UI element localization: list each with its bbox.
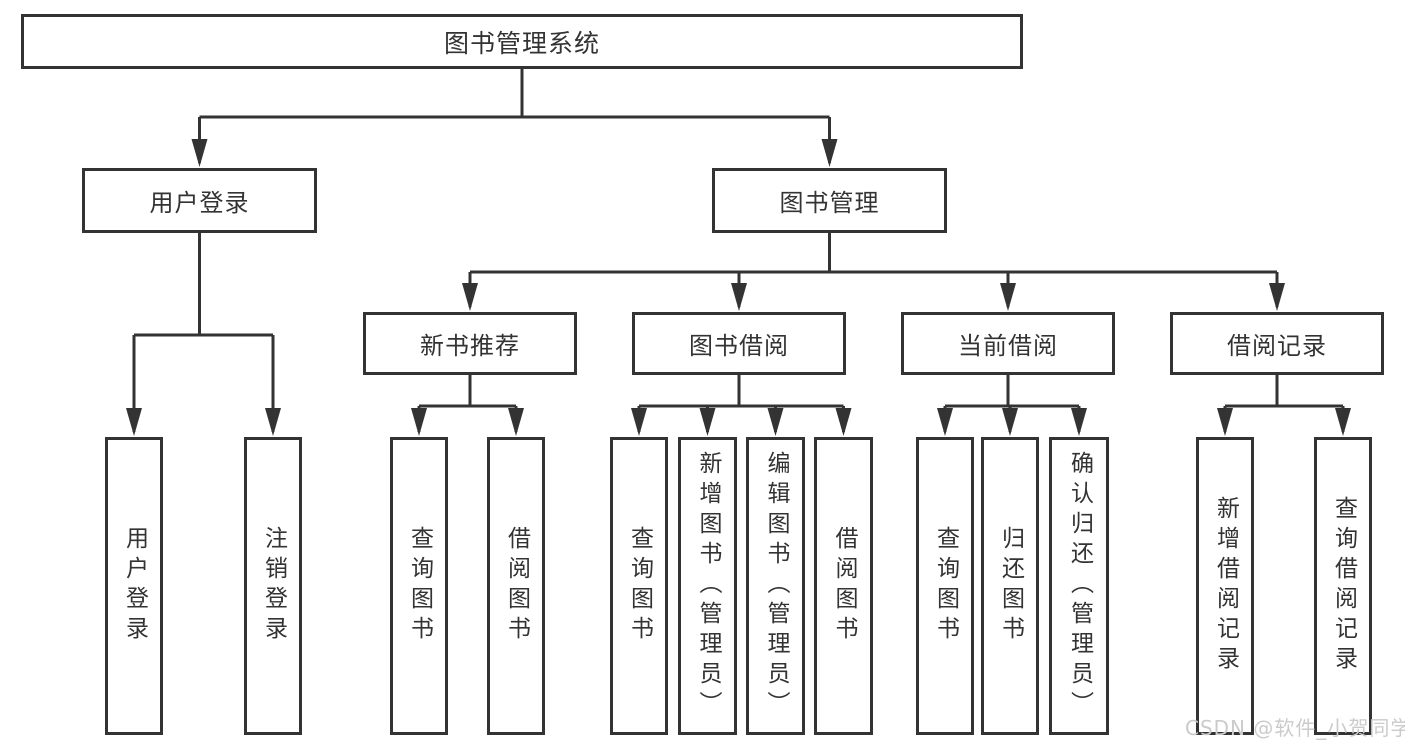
- csdn-watermark: CSDN @软件_小贺同学: [1185, 716, 1405, 740]
- node-label: 用户登录: [121, 526, 148, 646]
- node-label: 查询借阅记录: [1330, 496, 1357, 676]
- leaf-return-books: 归还图书: [981, 437, 1039, 735]
- node-label: 新增图书（管理员）: [695, 451, 721, 721]
- node-book-borrowing: 图书借阅: [632, 312, 846, 375]
- leaf-query-borrow-record: 查询借阅记录: [1314, 437, 1372, 735]
- node-current-borrowing: 当前借阅: [901, 312, 1115, 375]
- leaf-add-book-admin: 新增图书（管理员）: [678, 437, 737, 735]
- node-label: 归还图书: [997, 526, 1024, 646]
- node-label: 借阅图书: [503, 526, 530, 646]
- node-label: 查询图书: [406, 526, 433, 646]
- node-borrowing-records: 借阅记录: [1170, 312, 1384, 375]
- leaf-query-books-current: 查询图书: [916, 437, 974, 735]
- node-label: 图书管理系统: [443, 28, 600, 58]
- node-label: 查询图书: [626, 526, 653, 646]
- connector-user-login-to-leaves: [132, 233, 275, 432]
- leaf-edit-book-admin: 编辑图书（管理员）: [746, 437, 805, 735]
- connector-book-borrow-to-leaves: [637, 375, 845, 432]
- node-label: 用户登录: [149, 189, 250, 217]
- arrowheads-user-login-leaves: [126, 408, 281, 436]
- leaf-borrow-books-recommend: 借阅图书: [487, 437, 545, 735]
- node-label: 图书借阅: [689, 332, 789, 360]
- connector-root-to-level2: [198, 69, 831, 163]
- leaf-logout: 注销登录: [244, 437, 302, 735]
- node-book-management: 图书管理: [712, 168, 947, 233]
- node-label: 借阅记录: [1227, 332, 1327, 360]
- leaf-confirm-return-admin: 确认归还（管理员）: [1049, 437, 1109, 735]
- leaf-user-login: 用户登录: [105, 437, 163, 735]
- node-label: 新书推荐: [420, 332, 520, 360]
- node-library-management-system: 图书管理系统: [21, 14, 1023, 69]
- node-label: 图书管理: [779, 189, 880, 217]
- leaf-add-borrow-record: 新增借阅记录: [1196, 437, 1254, 735]
- connector-new-book-to-leaves: [417, 375, 518, 432]
- leaf-query-books-borrowing: 查询图书: [610, 437, 668, 735]
- node-label: 查询图书: [932, 526, 959, 646]
- arrowheads-borrow-rec-leaves: [1217, 408, 1351, 436]
- connector-borrow-rec-to-leaves: [1223, 375, 1345, 432]
- node-label: 确认归还（管理员）: [1066, 451, 1093, 721]
- leaf-borrow-books-borrowing: 借阅图书: [814, 437, 873, 735]
- arrowheads-level2: [191, 139, 838, 167]
- arrowheads-level3: [462, 283, 1285, 311]
- node-label: 新增借阅记录: [1212, 496, 1239, 676]
- arrowheads-book-borrow-leaves: [631, 408, 852, 436]
- arrowheads-new-book-leaves: [411, 408, 524, 436]
- node-new-book-recommend: 新书推荐: [363, 312, 577, 375]
- node-label: 编辑图书（管理员）: [763, 451, 789, 721]
- arrowheads-cur-borrow-leaves: [937, 408, 1087, 436]
- node-label: 注销登录: [260, 526, 287, 646]
- node-user-login: 用户登录: [82, 168, 317, 233]
- connector-book-mgmt-to-level3: [468, 233, 1279, 307]
- node-label: 借阅图书: [831, 526, 857, 646]
- node-label: 当前借阅: [958, 332, 1058, 360]
- leaf-query-books-recommend: 查询图书: [390, 437, 448, 735]
